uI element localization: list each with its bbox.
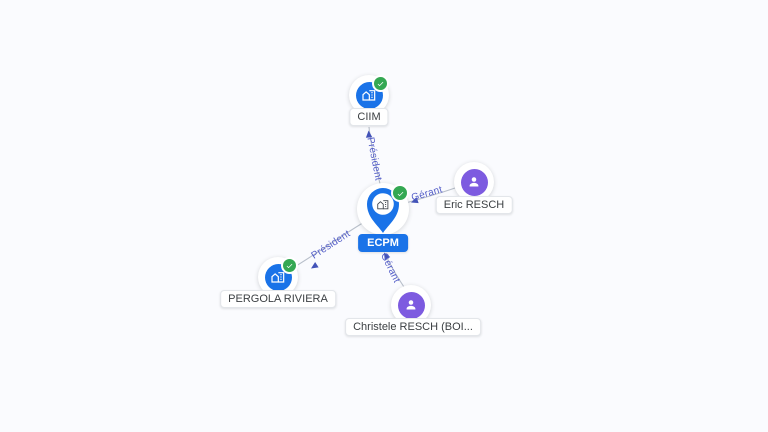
verified-badge-icon	[372, 75, 389, 92]
arrowhead-icon	[365, 130, 373, 138]
building-icon	[264, 263, 292, 291]
edge-ecpm-pergola	[295, 220, 367, 267]
node-label-christele-resch[interactable]: Christele RESCH (BOI...	[345, 318, 481, 336]
edge-christele-ecpm	[386, 257, 405, 288]
building-pin-icon	[364, 187, 402, 239]
node-eric-resch[interactable]	[454, 162, 494, 202]
arrowhead-icon	[311, 262, 319, 269]
node-label-eric-resch[interactable]: Eric RESCH	[435, 196, 513, 214]
arrowhead-icon	[411, 197, 419, 204]
arrowhead-icon	[384, 252, 391, 261]
verified-badge-icon	[281, 257, 298, 274]
verified-badge-icon	[391, 184, 409, 202]
person-icon	[460, 168, 488, 196]
node-label-pergola-riviera[interactable]: PERGOLA RIVIERA	[220, 290, 336, 308]
person-icon	[397, 291, 425, 319]
node-ecpm[interactable]	[357, 183, 409, 235]
node-label-ciim[interactable]: CIIM	[349, 108, 389, 126]
node-label-ecpm[interactable]: ECPM	[358, 234, 408, 252]
node-circle	[454, 162, 494, 202]
